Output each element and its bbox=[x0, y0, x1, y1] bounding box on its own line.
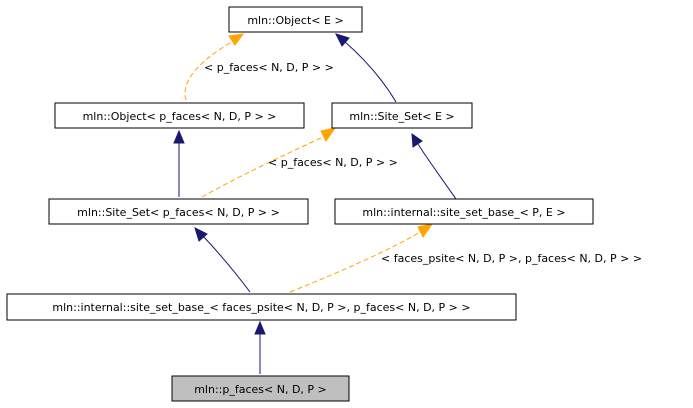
svg-text:mln::Site_Set< E >: mln::Site_Set< E > bbox=[349, 110, 454, 123]
node-site-set-e[interactable]: mln::Site_Set< E > bbox=[331, 102, 473, 129]
svg-text:mln::p_faces< N, D, P >: mln::p_faces< N, D, P > bbox=[194, 383, 327, 396]
arrowhead-sitesetbase-to-siteset bbox=[411, 132, 423, 148]
node-site-set-base-faces[interactable]: mln::internal::site_set_base_< faces_psi… bbox=[6, 293, 517, 321]
svg-text:mln::Object< p_faces< N, D, P: mln::Object< p_faces< N, D, P > > bbox=[83, 110, 277, 123]
arrowhead-siteset-template bbox=[320, 127, 337, 142]
arrowhead-siteset-to-object bbox=[335, 33, 350, 47]
arrowhead-sitesetpf-to-objectpf bbox=[173, 129, 185, 144]
node-object-e[interactable]: mln::Object< E > bbox=[228, 6, 363, 33]
node-site-set-pfaces[interactable]: mln::Site_Set< p_faces< N, D, P > > bbox=[48, 198, 309, 225]
edge-object-template bbox=[184, 41, 233, 101]
node-object-pfaces[interactable]: mln::Object< p_faces< N, D, P > > bbox=[54, 102, 305, 129]
svg-text:mln::Site_Set< p_faces< N, D,: mln::Site_Set< p_faces< N, D, P > > bbox=[77, 206, 280, 219]
node-site-set-base-pe[interactable]: mln::internal::site_set_base_< P, E > bbox=[334, 198, 594, 225]
edge-siteset-template bbox=[201, 135, 326, 198]
svg-text:mln::internal::site_set_base_<: mln::internal::site_set_base_< P, E > bbox=[362, 206, 565, 219]
edge-base-template bbox=[289, 231, 421, 293]
edge-label-siteset-template: < p_faces< N, D, P > > bbox=[268, 156, 398, 169]
edge-sitesetbase-to-siteset bbox=[417, 143, 457, 200]
arrowhead-object-template bbox=[228, 33, 245, 46]
svg-text:mln::internal::site_set_base_<: mln::internal::site_set_base_< faces_psi… bbox=[52, 301, 470, 314]
edge-siteset-to-object bbox=[343, 40, 397, 103]
arrowhead-base-faces-to-sitesetpf bbox=[194, 227, 208, 242]
node-p-faces[interactable]: mln::p_faces< N, D, P > bbox=[171, 375, 350, 402]
arrowhead-base-template bbox=[417, 223, 434, 238]
edge-label-base-template: < faces_psite< N, D, P >, p_faces< N, D,… bbox=[381, 252, 642, 265]
svg-text:mln::Object< E >: mln::Object< E > bbox=[247, 14, 343, 27]
edge-base-faces-to-sitesetpf bbox=[202, 235, 251, 293]
edge-label-object-template: < p_faces< N, D, P > > bbox=[204, 61, 334, 74]
arrowhead-pfaces-to-base bbox=[254, 320, 266, 335]
